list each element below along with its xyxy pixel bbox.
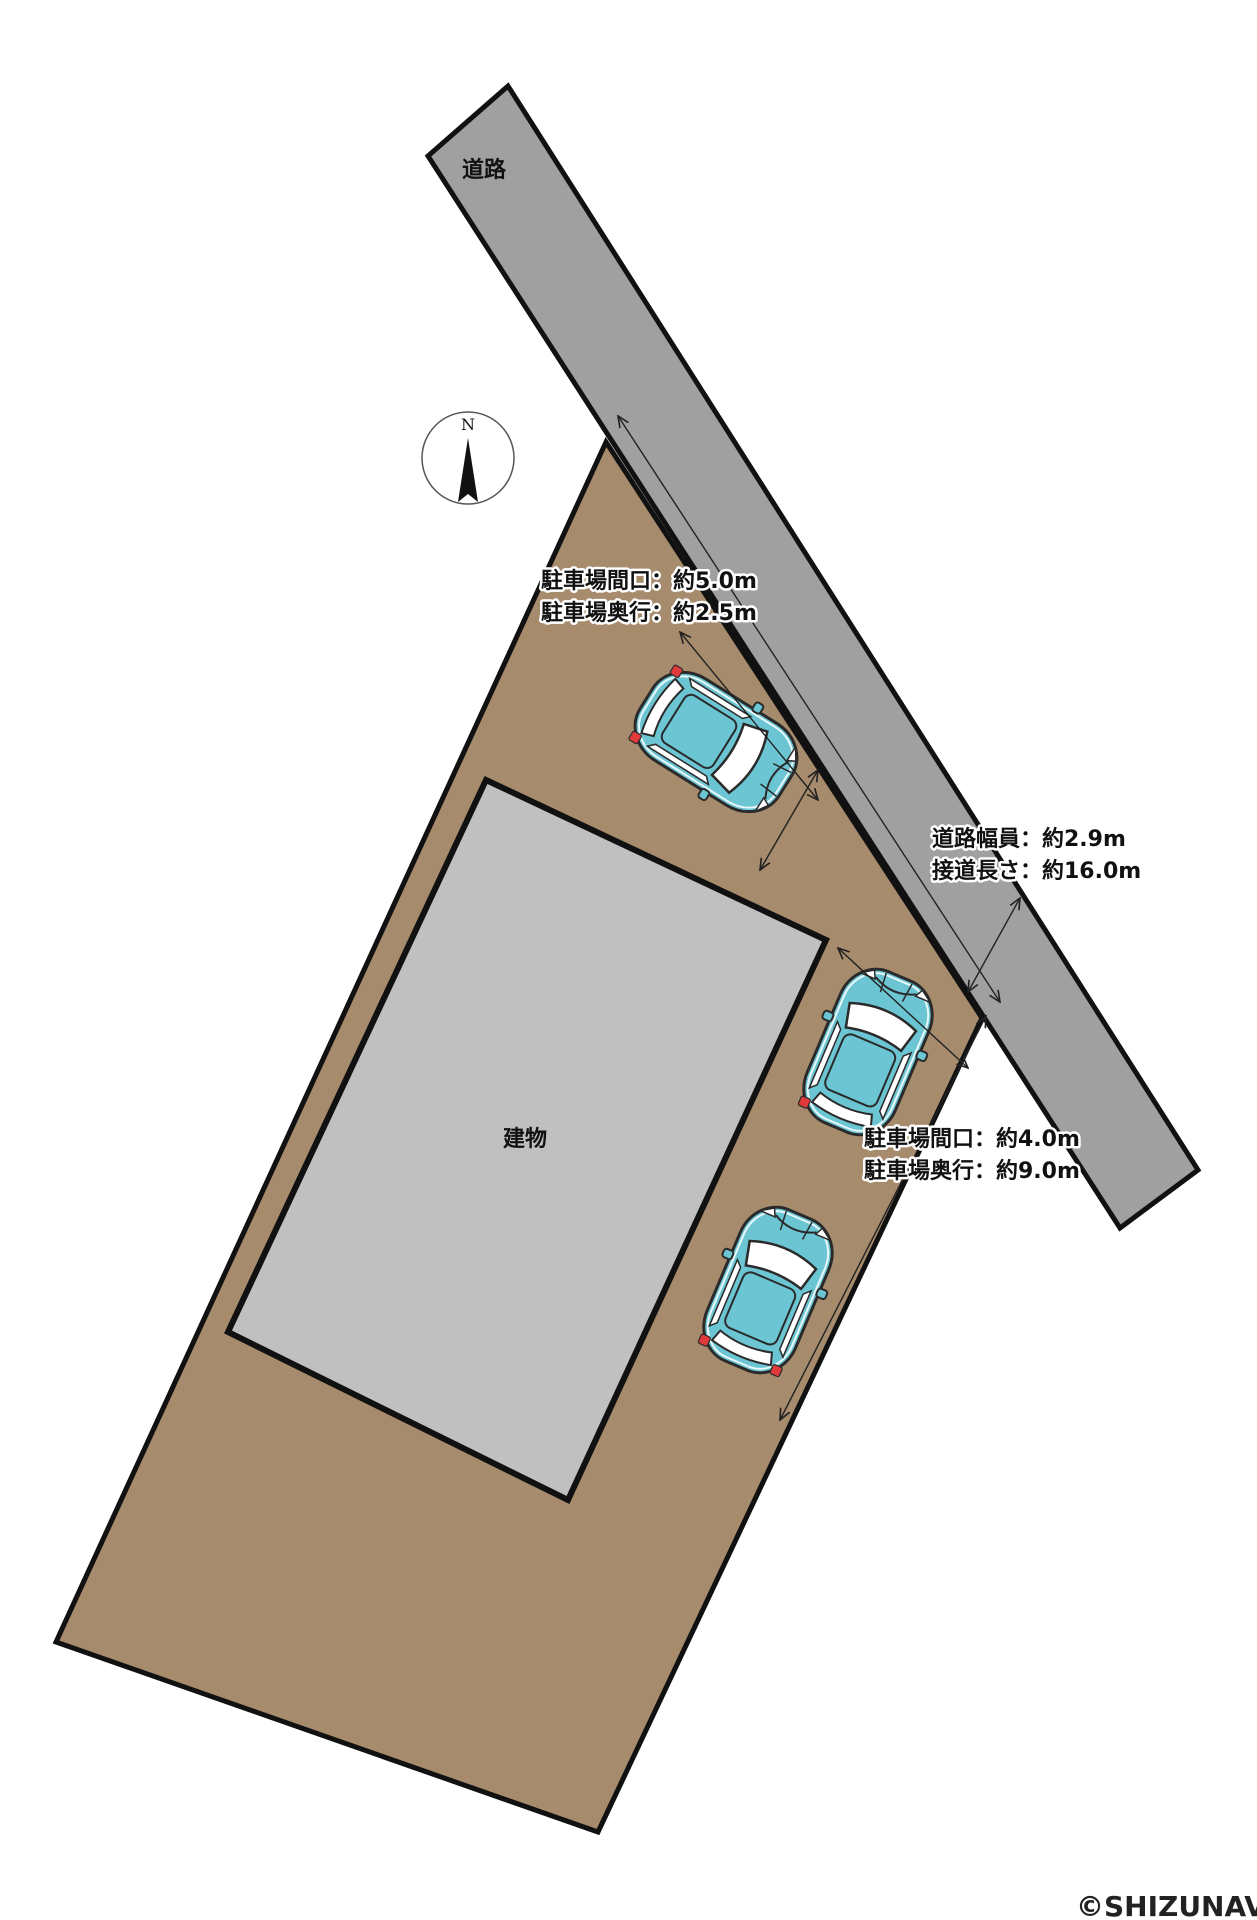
road-width: 道路幅員：約2.9m — [932, 826, 1126, 852]
building-label: 建物 — [503, 1126, 547, 1152]
dimension-arrow-icon — [780, 1016, 986, 1420]
road-label: 道路 — [462, 157, 507, 183]
dimension-arrow-icon — [968, 898, 1020, 992]
copyright-notice: ©SHIZUNAVI — [1076, 1890, 1257, 1920]
north-arrow-icon — [458, 438, 478, 502]
upper-parking-depth: 駐車場奥行：約2.5m — [541, 600, 757, 626]
upper-parking-frontage: 駐車場間口：約5.0m — [541, 568, 757, 594]
lower-parking-frontage: 駐車場間口：約4.0m — [864, 1126, 1080, 1152]
compass: N — [421, 411, 515, 505]
dimension-arrow-icon — [760, 770, 818, 870]
road-frontage-length: 接道長さ：約16.0m — [932, 858, 1141, 884]
dimension-lines — [618, 416, 1020, 1420]
compass-letter: N — [461, 415, 475, 434]
lower-parking-depth: 駐車場奥行：約9.0m — [864, 1158, 1080, 1184]
